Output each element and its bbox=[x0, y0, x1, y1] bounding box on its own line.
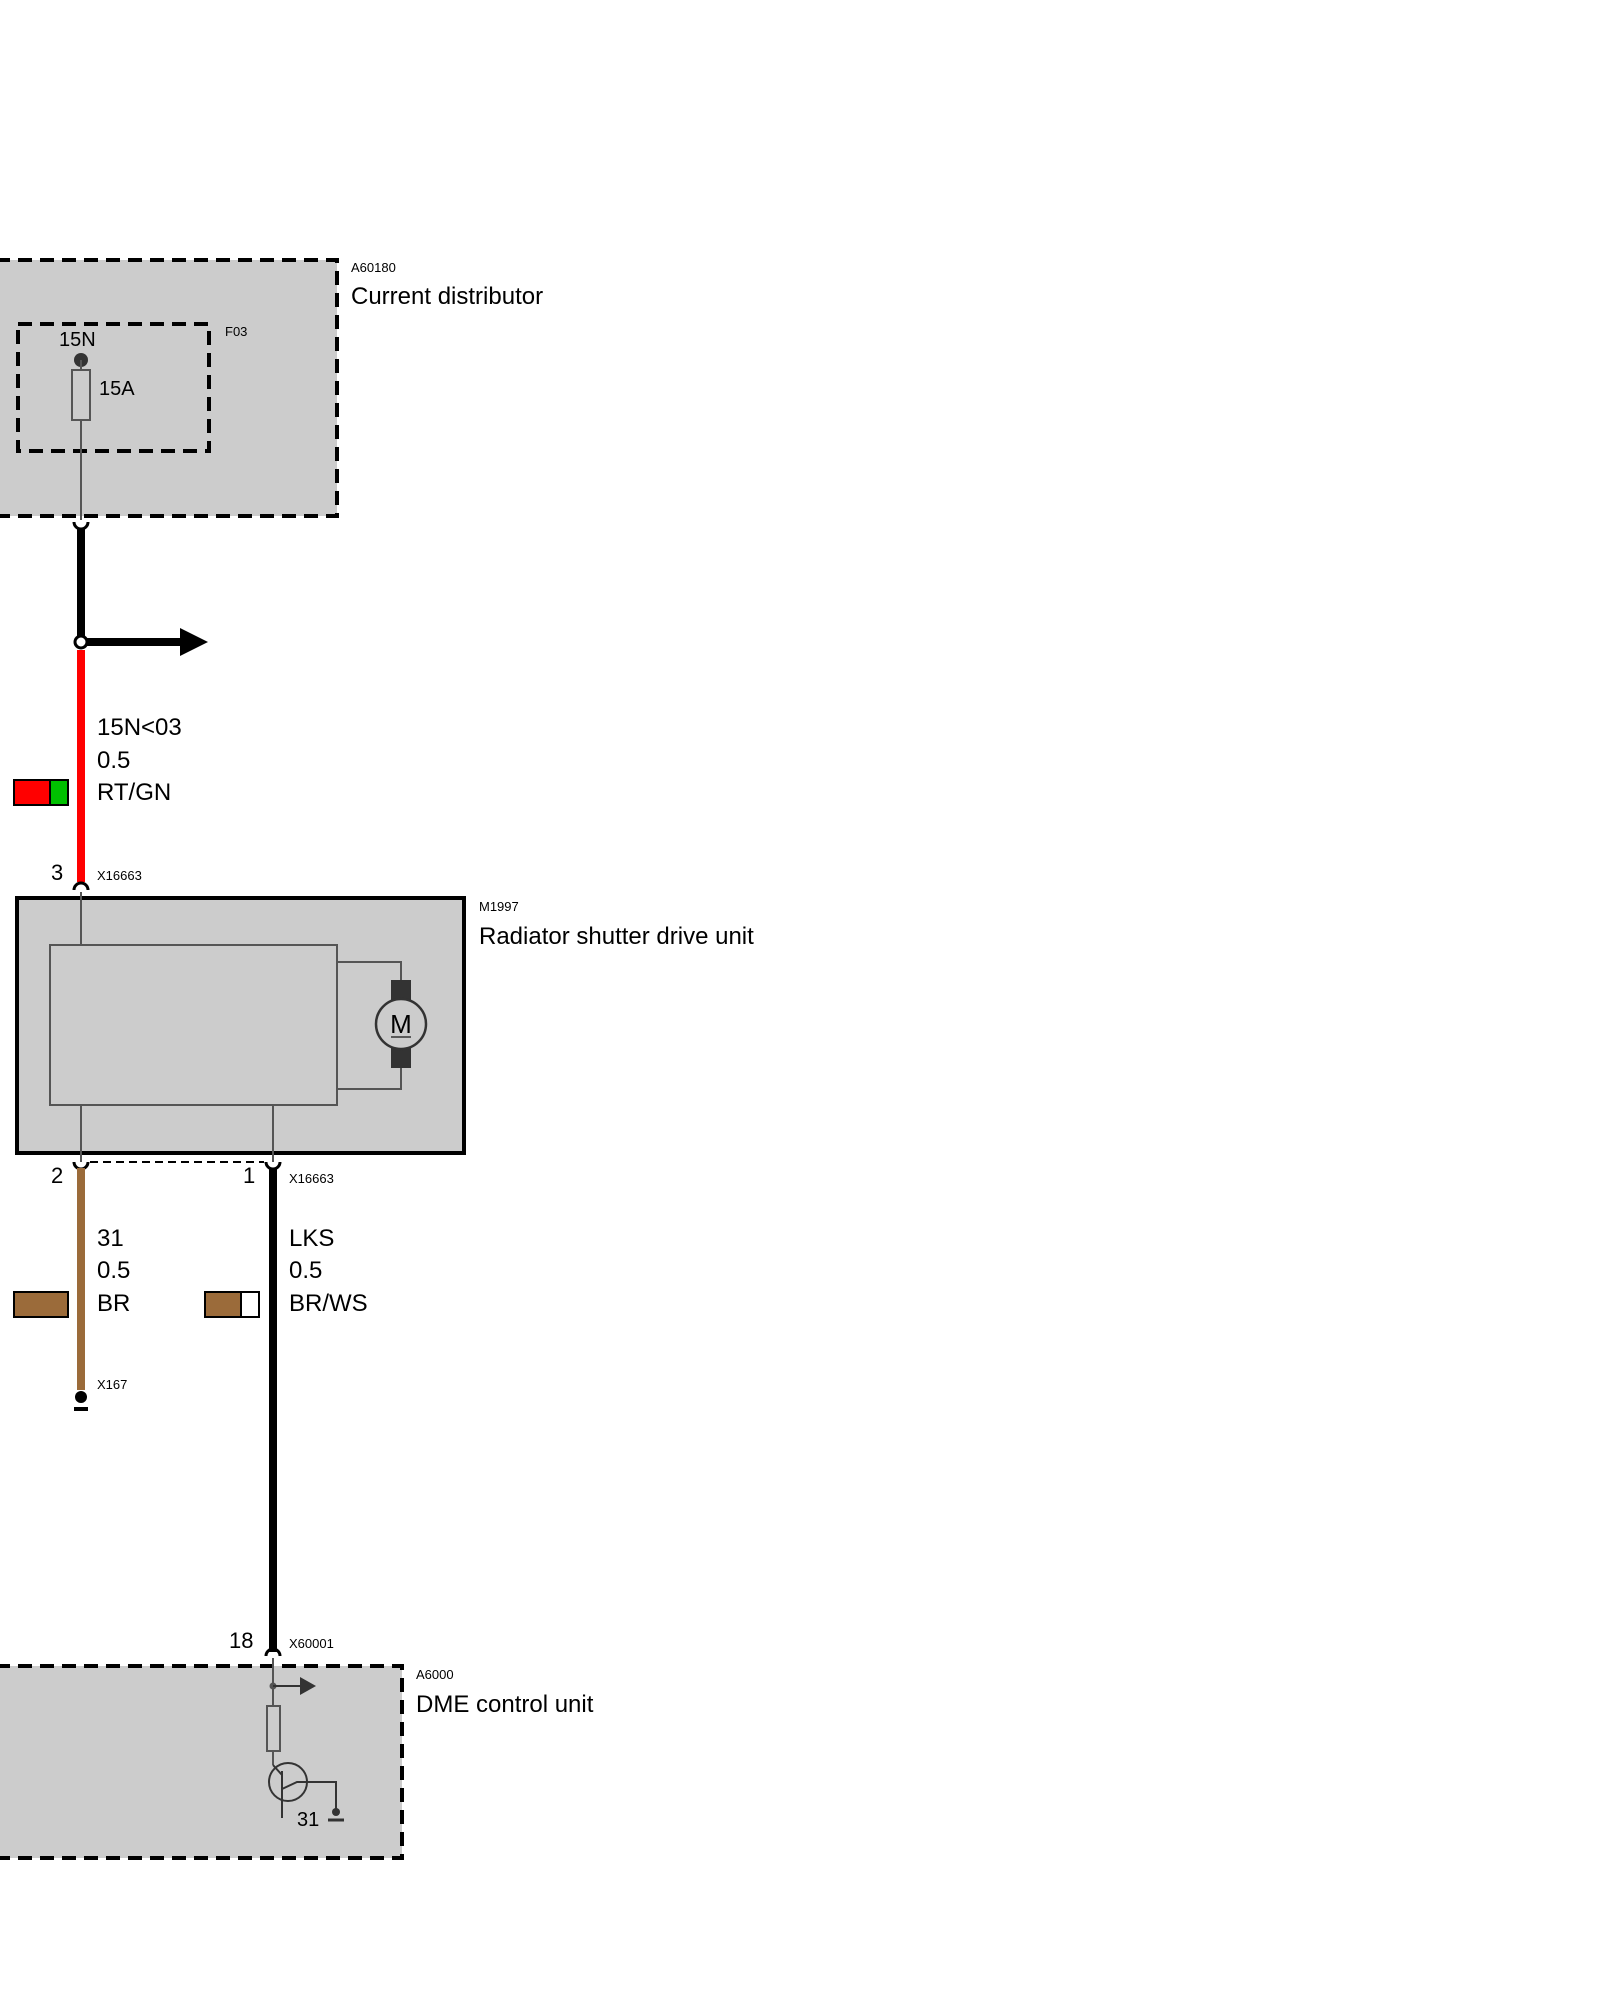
drive-bottom-connector-left bbox=[72, 1161, 90, 1171]
dme-connector-pin: 18 bbox=[229, 1628, 253, 1653]
dme-id: A6000 bbox=[416, 1667, 454, 1682]
lks-wire-gauge: 0.5 bbox=[289, 1257, 322, 1284]
ground-point-dot bbox=[75, 1391, 87, 1403]
lks-wire-signal: LKS bbox=[289, 1225, 334, 1252]
motor-brush-bottom bbox=[391, 1046, 411, 1068]
current-distributor-box bbox=[0, 258, 339, 518]
supply-wire-color-code: RT/GN bbox=[97, 779, 171, 806]
resistor-icon bbox=[266, 1705, 281, 1752]
drive-bottom-connector-id: X16663 bbox=[289, 1171, 334, 1186]
ground-point-id: X167 bbox=[97, 1377, 127, 1392]
dme-box bbox=[0, 1664, 404, 1860]
dme-ground-dot bbox=[332, 1808, 340, 1816]
fuse-f03: F03 15N 15A bbox=[16, 322, 247, 520]
transistor-emitter bbox=[281, 1781, 337, 1812]
motor-icon bbox=[374, 997, 428, 1051]
current-distributor: A60180 Current distributor F03 15N 15A bbox=[0, 258, 543, 531]
dme-control-unit: A6000 DME control unit 31 bbox=[0, 1658, 594, 1860]
distributor-output-connector bbox=[72, 521, 90, 531]
ground-wire-color-swatch bbox=[13, 1291, 69, 1318]
supply-wire-gauge: 0.5 bbox=[97, 747, 130, 774]
motor-lead-bottom bbox=[337, 1066, 402, 1090]
drive-electronics-block bbox=[49, 944, 338, 1106]
drive-bottom-connector-right bbox=[264, 1161, 282, 1171]
fuse-terminal-label: 15N bbox=[59, 329, 96, 351]
motor-brush-top bbox=[391, 980, 411, 1002]
drive-top-pin: 3 bbox=[51, 860, 63, 885]
splice-dot bbox=[73, 634, 89, 650]
drive-bottom-pin-left: 2 bbox=[51, 1163, 63, 1188]
branch-arrow-icon bbox=[180, 628, 208, 656]
drive-bottom-pin-right: 1 bbox=[243, 1163, 255, 1188]
drive-top-connector-id: X16663 bbox=[97, 868, 142, 883]
dme-ground-label: 31 bbox=[297, 1809, 319, 1831]
drive-top-connector bbox=[72, 881, 90, 891]
ground-wire-gauge: 0.5 bbox=[97, 1257, 130, 1284]
dme-connector bbox=[264, 1647, 282, 1657]
dme-internal-arrow-icon bbox=[300, 1677, 316, 1695]
supply-wire-signal: 15N<03 bbox=[97, 714, 182, 741]
fuse-rating: 15A bbox=[99, 378, 135, 400]
dme-connector-id: X60001 bbox=[289, 1636, 334, 1651]
motor-lead-top bbox=[337, 961, 402, 982]
supply-wire-color-swatch bbox=[13, 779, 69, 806]
ground-wire-signal: 31 bbox=[97, 1225, 124, 1252]
fuse-box bbox=[16, 322, 211, 453]
motor-symbol: M bbox=[390, 1009, 412, 1039]
radiator-shutter-drive-unit: M1997 Radiator shutter drive unit M bbox=[15, 892, 754, 1162]
drive-unit-id: M1997 bbox=[479, 899, 519, 914]
current-distributor-id: A60180 bbox=[351, 260, 396, 275]
transistor-collector bbox=[272, 1764, 283, 1776]
ground-wire-color-code: BR bbox=[97, 1290, 130, 1317]
fuse-id: F03 bbox=[225, 324, 247, 339]
lks-wire-color-swatch bbox=[204, 1291, 260, 1318]
dme-name: DME control unit bbox=[416, 1691, 594, 1718]
drive-unit-name: Radiator shutter drive unit bbox=[479, 923, 754, 950]
lks-wire-color-code: BR/WS bbox=[289, 1290, 368, 1317]
fuse-icon bbox=[71, 369, 91, 421]
current-distributor-name: Current distributor bbox=[351, 283, 543, 310]
